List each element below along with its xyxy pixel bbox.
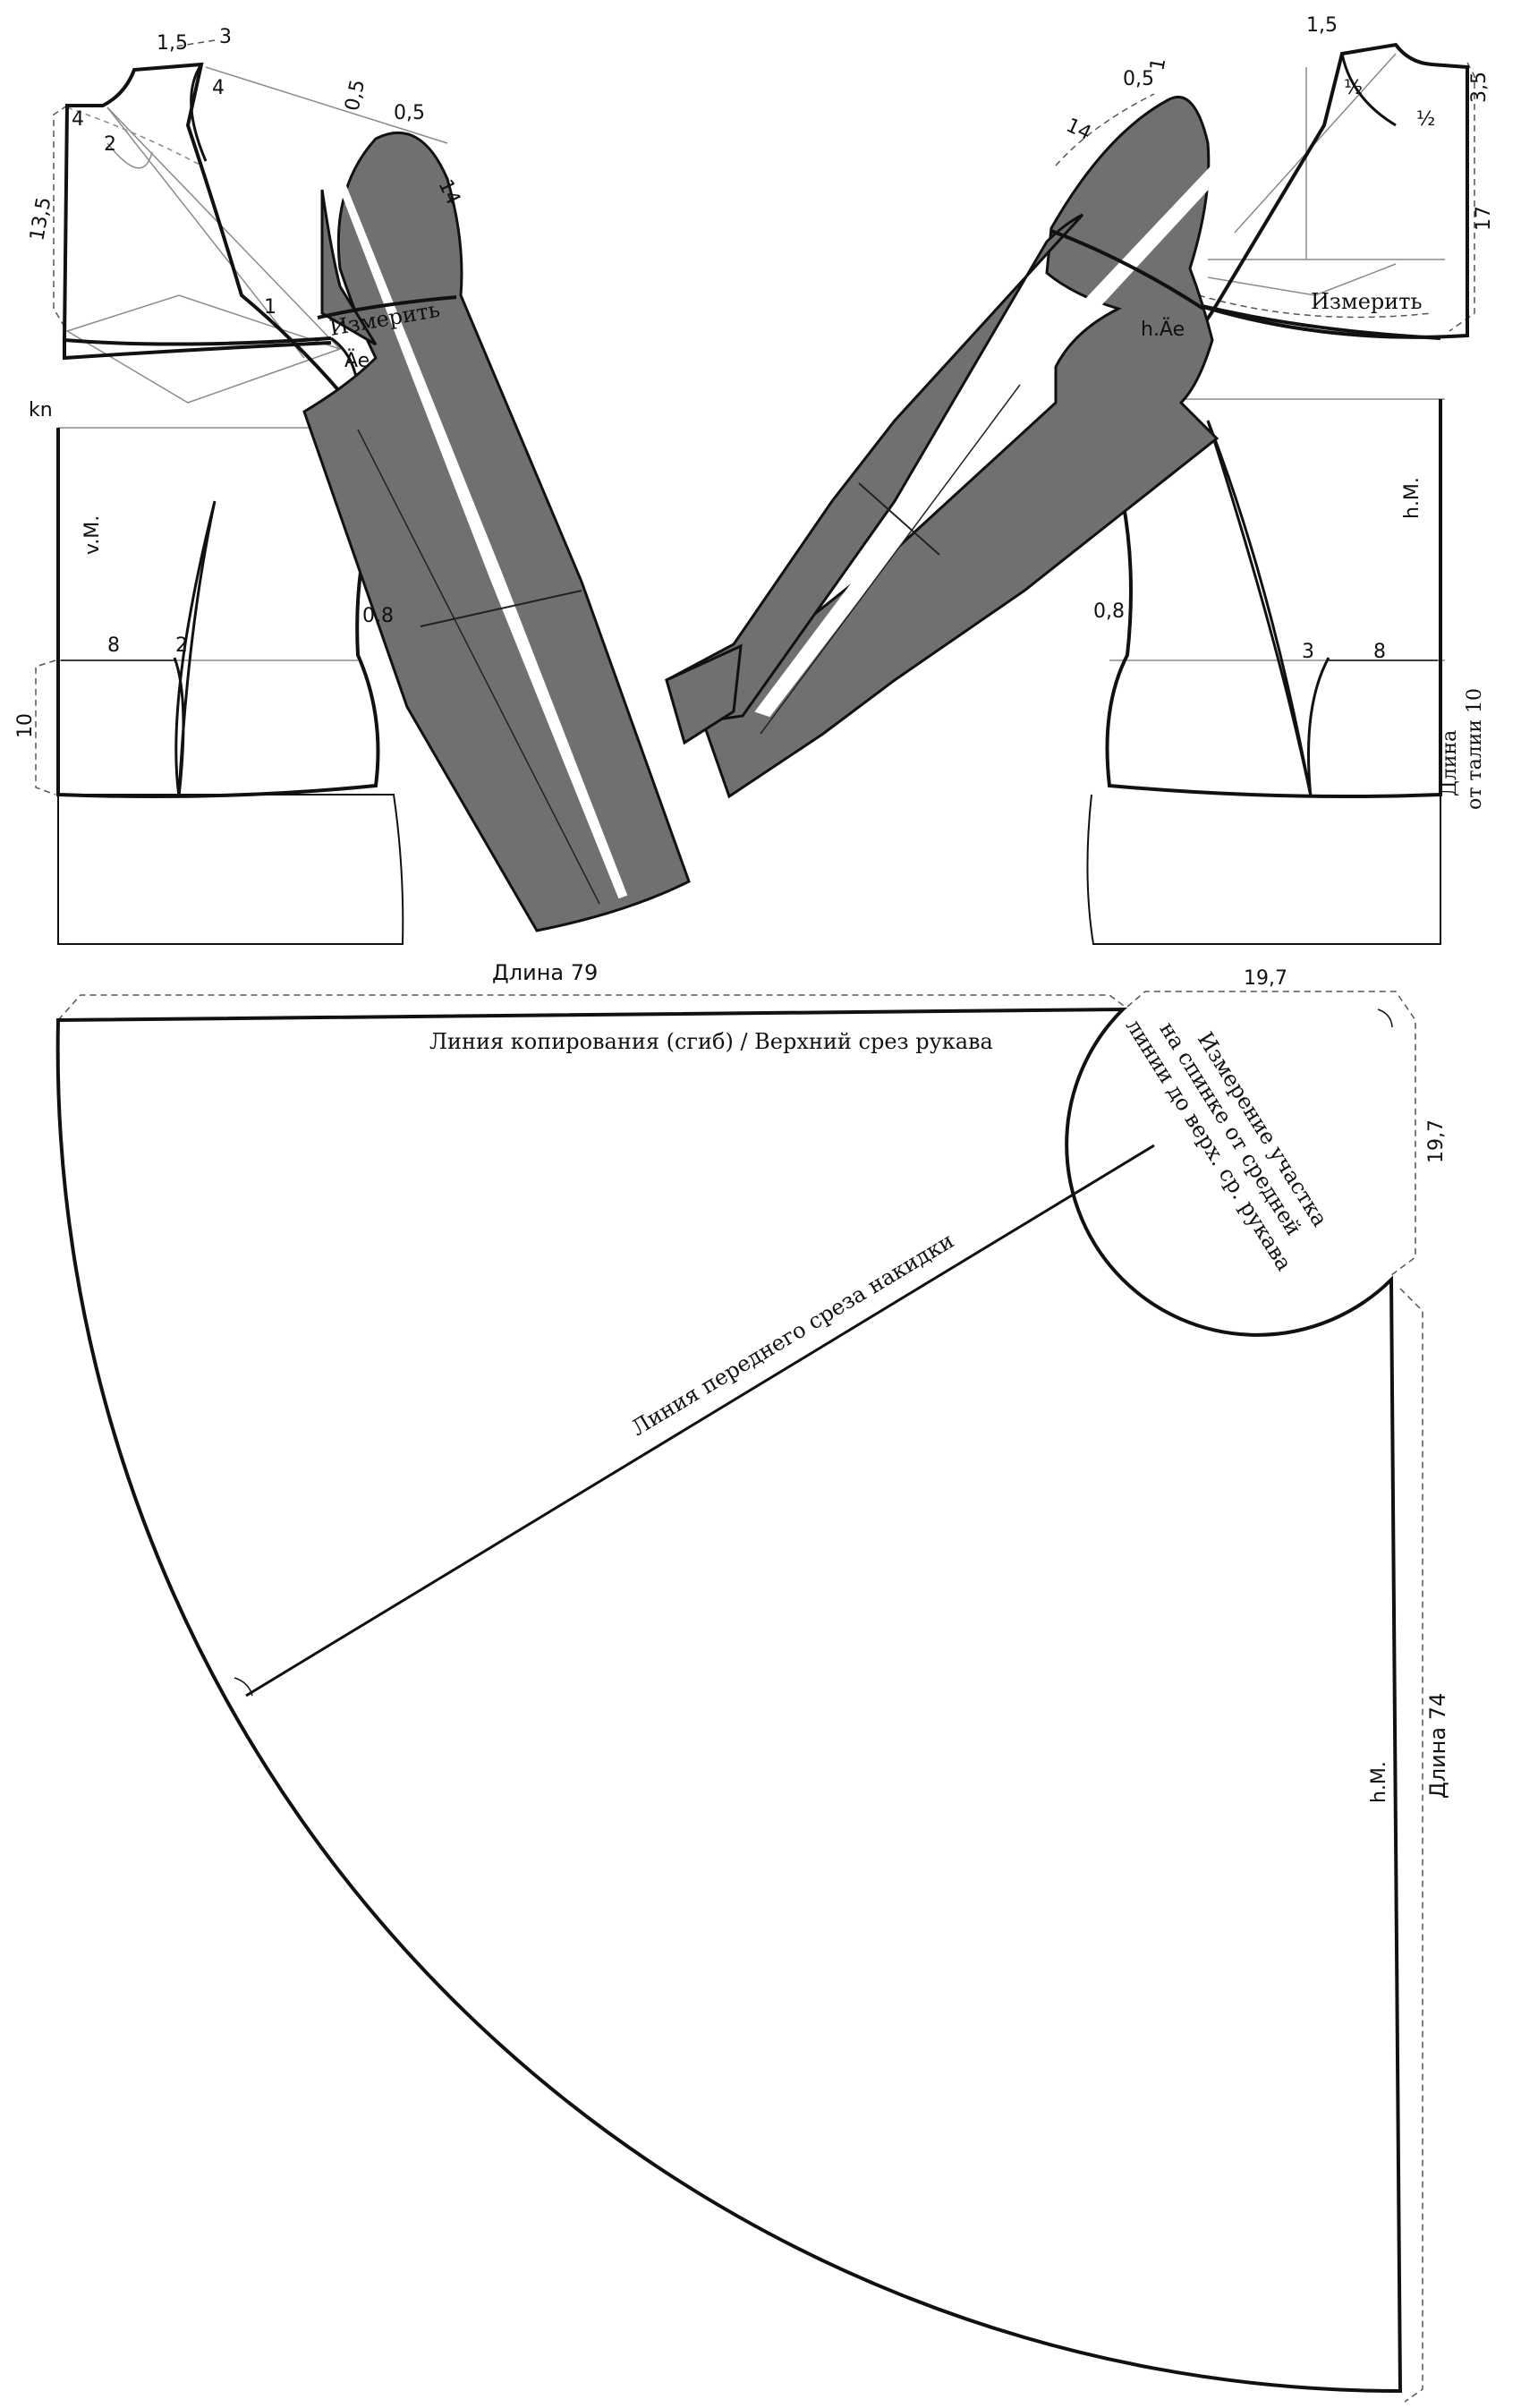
cape-outline[interactable] xyxy=(55,1007,1403,2394)
back-length-line1: Длина xyxy=(1439,730,1461,796)
back-hae-label: h.Äe xyxy=(1141,318,1185,341)
back-dim-17: 17 xyxy=(1473,206,1495,231)
cape-labels: Длина 79 19,7 Линия копирования (сгиб) /… xyxy=(429,960,1450,1803)
front-sleeve-seam xyxy=(420,590,582,627)
front-ae-label: Äe xyxy=(344,349,370,372)
cape-front-edge-label: Линия переднего среза накидки xyxy=(627,1228,958,1441)
back-dim-3-5: 3,5 xyxy=(1468,72,1491,103)
back-dim-3: 3 xyxy=(1302,641,1314,663)
front-sleeve-cap-line xyxy=(317,295,457,319)
back-measure-label: Измерить xyxy=(1311,289,1423,314)
back-dim-half-a: ½ xyxy=(1344,77,1363,99)
front-dim-4a: 4 xyxy=(72,108,84,131)
back-dim-14: 14 xyxy=(1062,115,1094,145)
cape-dim-19-7-top: 19,7 xyxy=(1244,967,1287,990)
cape-measure-note: Измерение участка на спинке от средней л… xyxy=(1121,1014,1333,1275)
cape-front-edge-line[interactable] xyxy=(245,1144,1155,1698)
front-dim-13-5: 13,5 xyxy=(26,195,55,243)
back-sleeve-cap-line xyxy=(1050,229,1205,311)
front-waist-dart xyxy=(173,500,217,797)
front-bodice xyxy=(35,39,448,945)
back-dim-half-b: ½ xyxy=(1416,108,1435,131)
front-dim-2: 2 xyxy=(104,133,116,156)
front-sleeve xyxy=(302,131,691,932)
front-dim-1: 1 xyxy=(264,296,276,319)
back-dim-1: 1 xyxy=(1146,56,1170,72)
back-sleeve-grain xyxy=(760,384,1021,735)
front-dim-10: 10 xyxy=(14,713,37,738)
cape-measure-note-line2: на спинке от средней xyxy=(1155,1017,1307,1240)
cape xyxy=(55,991,1423,2403)
front-sleeve-grain xyxy=(357,429,600,905)
cape-length-side: Длина 74 xyxy=(1425,1693,1450,1799)
front-skirt-extension xyxy=(57,794,404,945)
back-hm-label: h.M. xyxy=(1401,477,1423,519)
back-waist-dart xyxy=(1206,420,1330,797)
front-dim-1-5: 1,5 xyxy=(157,32,188,55)
front-dim-8: 8 xyxy=(107,634,120,657)
back-sleeve-seam xyxy=(858,482,940,556)
front-dashed-guides xyxy=(35,39,216,796)
back-neck-curve xyxy=(1340,53,1397,127)
back-dim-1-5: 1,5 xyxy=(1306,14,1338,37)
cape-hm-label: h.M. xyxy=(1368,1761,1390,1803)
back-skirt-extension xyxy=(1086,794,1441,945)
front-dim-0-5b: 0,5 xyxy=(394,102,425,124)
front-vm-label: v.M. xyxy=(81,515,104,555)
cape-dim-19-7-side: 19,7 xyxy=(1425,1119,1448,1163)
front-sleeve-slit xyxy=(336,183,628,899)
back-sleeve-tip xyxy=(665,643,743,745)
front-dim-0-8: 0,8 xyxy=(362,605,394,627)
back-dim-0-5: 0,5 xyxy=(1123,68,1154,90)
back-sleeve-slit xyxy=(754,164,1223,718)
front-neck-curve xyxy=(190,64,208,162)
back-yoke-band xyxy=(1194,302,1441,340)
front-kn-label: kn xyxy=(29,399,53,421)
front-yoke-band xyxy=(63,338,332,361)
cape-dashed-guides xyxy=(57,991,1423,2403)
cape-length-top: Длина 79 xyxy=(492,960,598,985)
back-bodice-labels: 1,5 ½ ½ 3,5 0,5 1 14 17 Измерить h.Äe h.… xyxy=(1062,14,1495,810)
front-dim-4b: 4 xyxy=(212,77,225,99)
cape-corner-mark-right xyxy=(1377,1008,1393,1028)
front-sleeve-top xyxy=(320,189,378,346)
back-dashed-guides xyxy=(1055,62,1475,332)
front-sleeve-fill xyxy=(302,131,691,932)
front-dim-3: 3 xyxy=(219,26,232,48)
back-sleeve xyxy=(665,95,1223,799)
front-dim-2b: 2 xyxy=(175,634,188,657)
back-dim-0-8: 0,8 xyxy=(1093,600,1125,623)
back-dim-8: 8 xyxy=(1373,641,1386,663)
cape-corner-mark-left xyxy=(234,1677,253,1697)
front-dim-0-5a: 0,5 xyxy=(341,78,370,113)
cape-fold-line-label: Линия копирования (сгиб) / Верхний срез … xyxy=(429,1029,993,1054)
back-length-line2: от талии 10 xyxy=(1464,688,1486,810)
